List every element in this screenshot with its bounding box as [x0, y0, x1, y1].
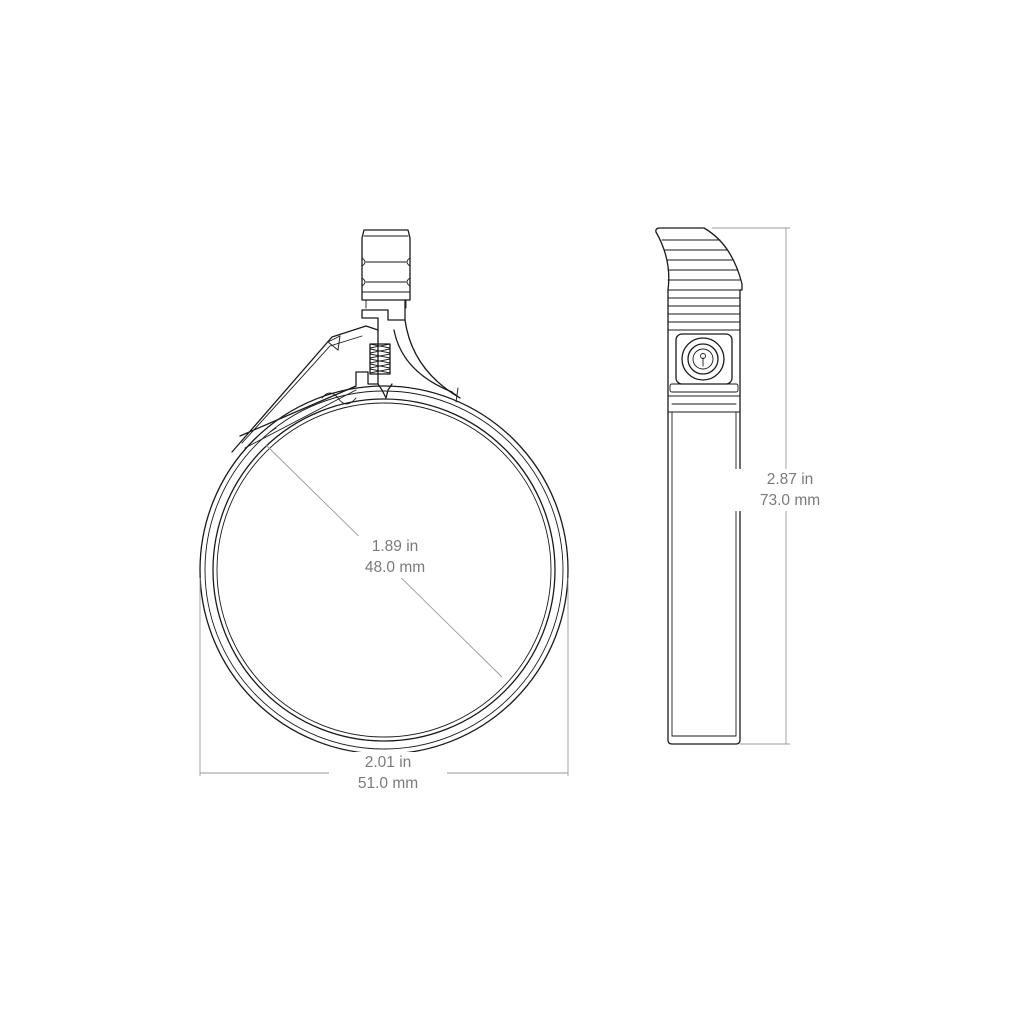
side-knurled-grip	[655, 227, 743, 331]
side-body-outline	[667, 289, 741, 745]
height-metric: 73.0 mm	[759, 492, 821, 509]
height-imperial: 2.87 in	[766, 471, 814, 488]
diameter-label: 1.89 in 48.0 mm	[336, 536, 454, 578]
knurled-knob	[361, 229, 411, 309]
width-metric: 51.0 mm	[357, 775, 419, 792]
diameter-metric: 48.0 mm	[364, 559, 426, 576]
ring-outer-inner-edge	[204, 390, 564, 750]
ring-inner-bore-chamfer	[216, 402, 552, 738]
ring-inner-bore	[212, 398, 556, 742]
front-view	[199, 229, 569, 776]
clamp-neck	[361, 299, 461, 403]
height-label: 2.87 in 73.0 mm	[731, 469, 849, 511]
thread-screw	[369, 343, 391, 375]
width-imperial: 2.01 in	[364, 754, 412, 771]
width-label: 2.01 in 51.0 mm	[329, 752, 447, 794]
side-screw-head	[667, 333, 741, 397]
diameter-imperial: 1.89 in	[371, 538, 419, 555]
clamp-lever	[231, 325, 379, 453]
